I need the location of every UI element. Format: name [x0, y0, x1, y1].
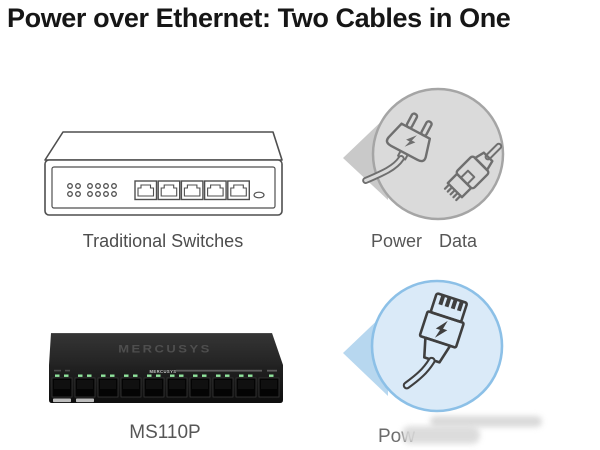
priority-label	[53, 398, 71, 403]
ethernet-connector-icon	[443, 142, 503, 202]
power-plug-icon	[362, 112, 433, 184]
page-title: Power over Ethernet: Two Cables in One	[7, 3, 511, 33]
power-label: Power	[370, 231, 422, 251]
brand-logo-front: MERCUSYS	[150, 369, 177, 374]
power-indicator-slot	[253, 191, 265, 199]
traditional-switches-label: Traditional Switches	[82, 231, 244, 251]
led-indicator-dots	[67, 183, 117, 197]
priority-label	[76, 398, 94, 403]
spec-text-print	[176, 369, 262, 372]
ms110p-label: MS110P	[129, 422, 201, 443]
bubble-circle	[370, 279, 504, 413]
blur-smudge	[430, 416, 542, 427]
switch-top-face	[44, 131, 283, 161]
brand-logo-top: MERCUSYS	[118, 343, 212, 356]
power-data-label: Power Data	[333, 231, 515, 252]
ms110p-switch-image: MERCUSYS MERCUSYS	[49, 333, 283, 403]
poe-ethernet-connector-icon	[402, 292, 468, 390]
lightning-bolt-icon	[404, 135, 417, 147]
data-label: Data	[439, 231, 478, 251]
ethernet-ports	[134, 180, 251, 201]
poe-ports	[51, 374, 280, 403]
poe-cable-bubble	[343, 279, 504, 413]
blur-smudge	[402, 426, 480, 444]
power-and-data-bubble	[343, 87, 505, 221]
lightning-bolt-icon	[434, 320, 448, 338]
switch-top-face	[49, 333, 283, 365]
traditional-switch-illustration	[44, 131, 283, 216]
model-print	[267, 369, 277, 372]
